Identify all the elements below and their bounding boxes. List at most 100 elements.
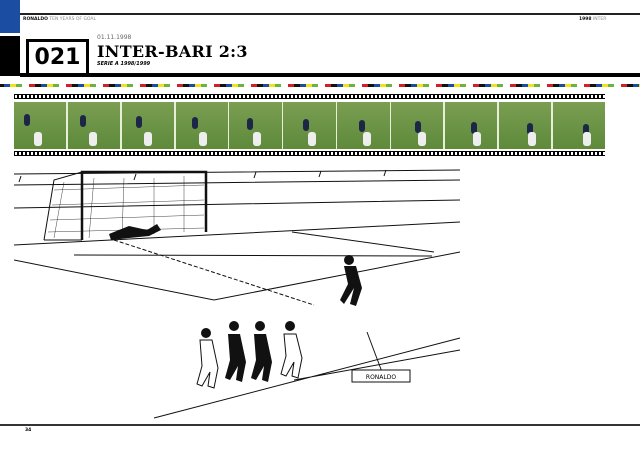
stripe-dash (417, 84, 423, 87)
film-frame (175, 102, 228, 149)
stripe-dash (220, 84, 226, 87)
stripe-dash (399, 84, 405, 87)
stripe-dash (602, 84, 608, 87)
competition: SERIE A 1998/1999 (97, 61, 151, 67)
stripe-dash (608, 84, 614, 87)
stripe-dash (152, 84, 158, 87)
stripe-dash (66, 84, 72, 87)
blue-color-block (0, 0, 20, 33)
stripe-dash (362, 84, 368, 87)
film-frame (121, 102, 175, 149)
stripe-dash (4, 84, 10, 87)
stripe-dash (294, 84, 300, 87)
film-frame (14, 102, 67, 149)
page-number: 34 (25, 428, 32, 433)
stripe-dash (460, 84, 466, 87)
ronaldo-label: RONALDO (366, 374, 396, 381)
stripe-dash (306, 84, 312, 87)
top-rule (20, 13, 640, 15)
stripe-dash (553, 84, 559, 87)
stripe-dash (497, 84, 503, 87)
stripe-dash (491, 84, 497, 87)
stripe-dash (164, 84, 170, 87)
stripe-dash (232, 84, 238, 87)
stripe-dash (16, 84, 22, 87)
running-header-right: 1998 INTER (579, 17, 607, 22)
stripe-dash (195, 84, 201, 87)
stripe-dash (411, 84, 417, 87)
film-frame (229, 102, 282, 149)
stripe-dash (35, 84, 41, 87)
stripe-dash (368, 84, 374, 87)
stripe-dash (405, 84, 411, 87)
stripe-dash (386, 84, 392, 87)
bottom-rule (0, 424, 640, 426)
stripe-dash (380, 84, 386, 87)
stripe-dash (189, 84, 195, 87)
film-frame (444, 102, 498, 149)
film-perforation-bottom (14, 151, 605, 156)
stripe-dash (263, 84, 269, 87)
stripe-dash (584, 84, 590, 87)
stripe-dash (0, 84, 4, 87)
stripe-dash (146, 84, 152, 87)
match-date: 01.11.1998 (97, 34, 132, 41)
stripe-dash (473, 84, 479, 87)
stripe-dash (214, 84, 220, 87)
film-perforation-top (14, 94, 605, 99)
stripe-dash (183, 84, 189, 87)
stripe-dash (251, 84, 257, 87)
stripe-dash (127, 84, 133, 87)
film-frame (552, 102, 605, 149)
header-thick-rule (20, 73, 640, 77)
stripe-dash (121, 84, 127, 87)
stripe-dash (41, 84, 47, 87)
stripe-dash (349, 84, 355, 87)
stripe-dash (442, 84, 448, 87)
stripe-dash (627, 84, 633, 87)
stripe-dash (300, 84, 306, 87)
stripe-dash (288, 84, 294, 87)
stripe-dash (571, 84, 577, 87)
stripe-dash (312, 84, 318, 87)
filmstrip (14, 94, 605, 156)
stripe-dash (72, 84, 78, 87)
stripe-dash (103, 84, 109, 87)
film-frame (283, 102, 336, 149)
stripe-dash (10, 84, 16, 87)
stripe-dash (590, 84, 596, 87)
stripe-dash (158, 84, 164, 87)
stripe-dash (115, 84, 121, 87)
film-frame (498, 102, 552, 149)
stripe-dash (29, 84, 35, 87)
color-stripe (0, 84, 640, 87)
match-title: INTER-BARI 2:3 (97, 42, 248, 61)
stripe-dash (177, 84, 183, 87)
stripe-dash (522, 84, 528, 87)
stripe-dash (201, 84, 207, 87)
stripe-dash (238, 84, 244, 87)
stripe-dash (109, 84, 115, 87)
stripe-dash (269, 84, 275, 87)
film-frame (337, 102, 390, 149)
stripe-dash (343, 84, 349, 87)
film-frame (391, 102, 444, 149)
stripe-dash (633, 84, 639, 87)
stripe-dash (448, 84, 454, 87)
stripe-dash (140, 84, 146, 87)
goal-illustration: RONALDO (14, 169, 461, 419)
stripe-dash (528, 84, 534, 87)
stripe-dash (510, 84, 516, 87)
stripe-dash (534, 84, 540, 87)
stripe-dash (78, 84, 84, 87)
stripe-dash (53, 84, 59, 87)
film-frame (67, 102, 121, 149)
black-color-block (0, 36, 20, 76)
stripe-dash (325, 84, 331, 87)
stripe-dash (90, 84, 96, 87)
film-frames (14, 102, 605, 149)
stripe-dash (516, 84, 522, 87)
stripe-dash (596, 84, 602, 87)
stripe-dash (226, 84, 232, 87)
stripe-dash (47, 84, 53, 87)
